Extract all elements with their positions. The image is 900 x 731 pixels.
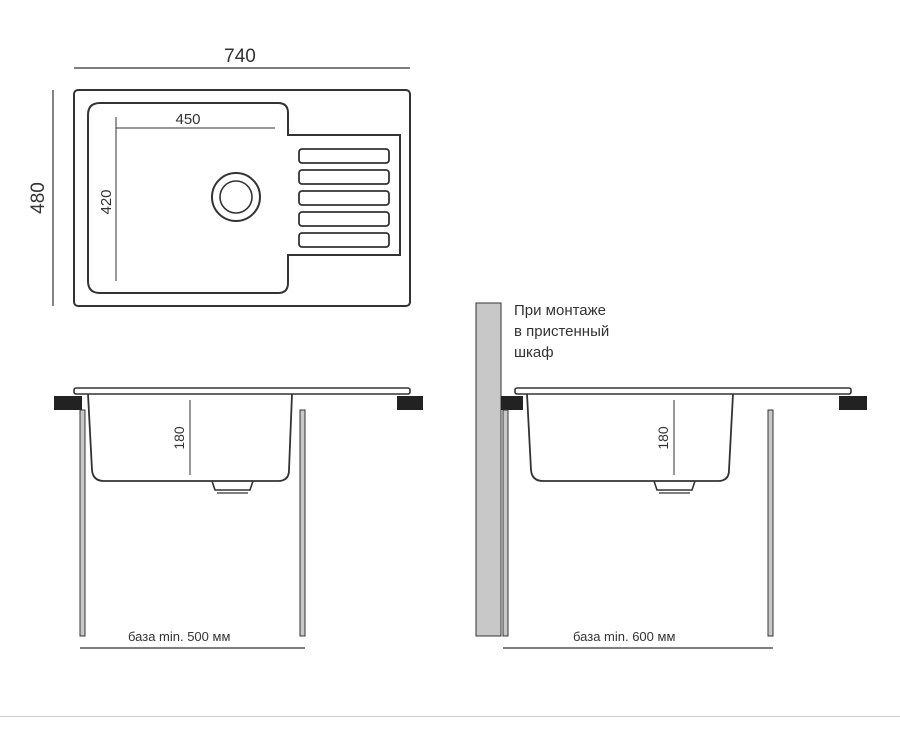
front-view-right: 180 bbox=[475, 302, 867, 649]
top-view: 740 480 450 420 bbox=[28, 46, 411, 307]
cabinet-side-left bbox=[79, 409, 86, 637]
mounting-note-line-1: При монтаже bbox=[514, 302, 607, 319]
drain-fitting bbox=[211, 480, 254, 491]
bowl-width-label: 450 bbox=[175, 111, 200, 128]
drainboard-slot bbox=[298, 211, 390, 227]
overall-depth-label: 480 bbox=[28, 182, 49, 214]
drainboard-slots bbox=[298, 148, 390, 248]
mounting-note-line-3: шкаф bbox=[514, 344, 554, 361]
drainboard-slot bbox=[298, 148, 390, 164]
wall-panel bbox=[475, 302, 502, 637]
base-min-label-right: база min. 600 мм bbox=[573, 629, 676, 644]
sink-rim bbox=[73, 387, 411, 395]
seal-right bbox=[839, 396, 867, 410]
cabinet-side-right bbox=[767, 409, 774, 637]
bowl-depth-label: 180 bbox=[171, 426, 187, 450]
seal-left bbox=[501, 396, 523, 410]
bowl-profile bbox=[87, 393, 293, 482]
mounting-note-line-2: в пристенный bbox=[514, 323, 610, 340]
base-min-label-left: база min. 500 мм bbox=[128, 629, 231, 644]
seal-right bbox=[397, 396, 423, 410]
footer-divider bbox=[0, 716, 900, 717]
drainboard-slot bbox=[298, 190, 390, 206]
drain-fitting bbox=[653, 480, 696, 491]
bowl-depth-label: 420 bbox=[98, 189, 115, 214]
cabinet-side-right bbox=[299, 409, 306, 637]
sink-outline bbox=[73, 89, 411, 307]
drainboard-slot bbox=[298, 232, 390, 248]
cabinet-side-left bbox=[502, 409, 509, 637]
bowl-depth-label: 180 bbox=[655, 426, 671, 450]
seal-left bbox=[54, 396, 82, 410]
bowl-profile bbox=[526, 393, 734, 482]
sink-rim bbox=[514, 387, 852, 395]
overall-width-label: 740 bbox=[224, 46, 256, 67]
drainboard-slot bbox=[298, 169, 390, 185]
drain-circle-icon bbox=[211, 172, 261, 222]
bowl-outline bbox=[87, 102, 401, 294]
front-view-left: 180 bbox=[54, 387, 423, 649]
